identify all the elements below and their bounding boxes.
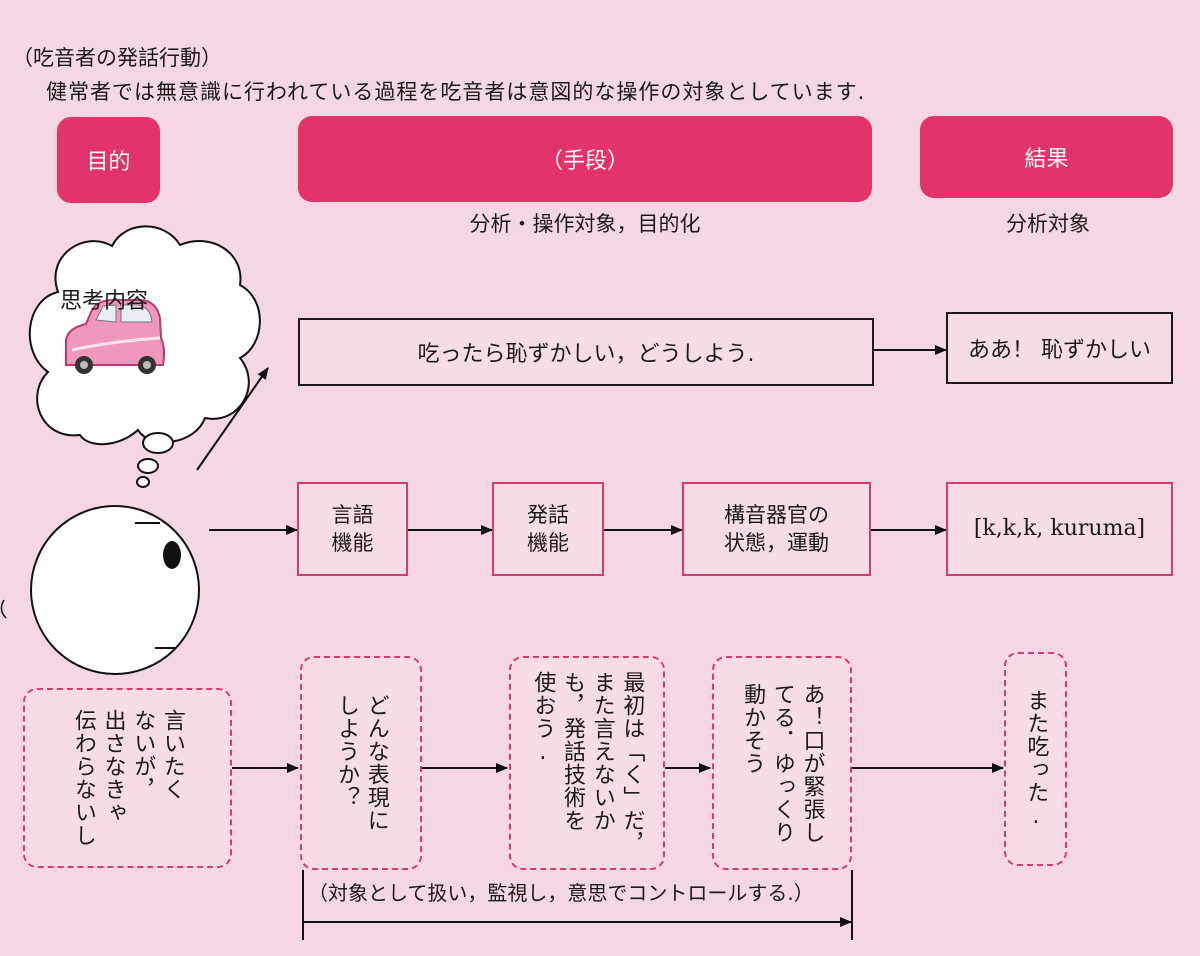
bracket-note: （対象として扱い，監視し，意思でコントロールする.）: [308, 881, 814, 905]
intro-text: 健常者では無意識に行われている過程を吃音者は意図的な操作の対象としています.: [46, 80, 866, 104]
purpose-text: 言いたく ないが， 出さなきゃ 伝わらないし: [70, 709, 185, 847]
row1-main-box: 吃ったら恥ずかしい，どうしよう.: [298, 318, 874, 386]
row2-result-box: [k,k,k, kuruma]: [946, 482, 1173, 576]
speech-function-box: 発話 機能: [492, 482, 604, 576]
result-header: 結果: [920, 116, 1173, 198]
person-face-icon: [30, 505, 200, 675]
tension-text: あ！口が緊張し てる．ゆっくり 動かそう: [740, 682, 825, 844]
expression-dashed-box: どんな表現に しようか？: [300, 656, 422, 870]
means-subtitle: 分析・操作対象，目的化: [469, 212, 701, 236]
language-function-box: 言語 機能: [297, 482, 408, 576]
expression-text: どんな表現に しようか？: [334, 694, 389, 832]
result-dashed-box: また吃った.: [1004, 652, 1067, 866]
tension-dashed-box: あ！口が緊張し てる．ゆっくり 動かそう: [712, 656, 852, 870]
caption: （吃音者の発話行動）: [12, 46, 222, 70]
purpose-header: 目的: [57, 117, 160, 203]
technique-text: 最初は「く」だ， また言えないか も，発話技術を 使おう.: [530, 671, 645, 855]
thought-label: 思考内容: [60, 289, 149, 314]
row1-result-box: ああ！ 恥ずかしい: [946, 312, 1173, 384]
result-subtitle: 分析対象: [1006, 212, 1090, 236]
result-text: また吃った.: [1023, 688, 1049, 830]
purpose-dashed-box: 言いたく ないが， 出さなきゃ 伝わらないし: [23, 688, 232, 868]
articulation-box: 構音器官の 状態，運動: [682, 482, 871, 576]
technique-dashed-box: 最初は「く」だ， また言えないか も，発話技術を 使おう.: [509, 656, 665, 870]
car-icon: [65, 299, 166, 374]
means-header: （手段）: [298, 116, 872, 202]
